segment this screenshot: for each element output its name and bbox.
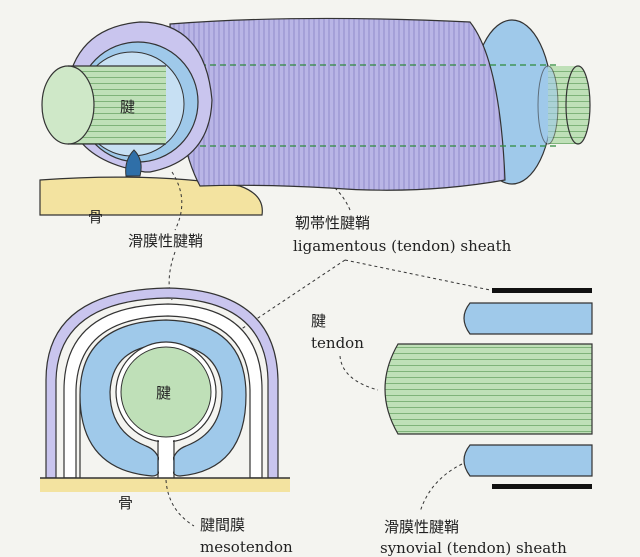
label-ligamentous-sheath-en: ligamentous (tendon) sheath (293, 237, 512, 255)
label-tendon-top: 腱 (120, 98, 135, 116)
leader-synovial-bottom (419, 463, 463, 513)
label-synovial-sheath-bottom-en: synovial (tendon) sheath (380, 539, 567, 557)
label-tendon-cross: 腱 (156, 384, 171, 402)
label-mesotendon-en: mesotendon (200, 538, 293, 556)
label-bone-bottom: 骨 (118, 494, 133, 512)
ligamentous-sheath-top (169, 17, 506, 191)
label-mesotendon-cjk: 腱間膜 (200, 516, 245, 534)
bone-bottom (40, 478, 290, 492)
synovial-layer-top (463, 302, 593, 335)
leader-ligamentous-split (239, 259, 491, 331)
label-synovial-sheath-top: 滑膜性腱鞘 (128, 232, 203, 250)
label-tendon-side-en: tendon (311, 334, 364, 352)
label-ligamentous-sheath-cjk: 靭帯性腱鞘 (295, 214, 370, 232)
synovial-layer-bottom (463, 444, 593, 477)
leader-ligamentous-top (334, 187, 351, 211)
label-bone-top: 骨 (88, 208, 103, 226)
ligamentous-bar-top (492, 288, 592, 293)
leader-tendon-side (339, 355, 379, 391)
label-tendon-side-cjk: 腱 (311, 312, 326, 330)
ligamentous-bar-bottom (492, 484, 592, 489)
label-synovial-sheath-bottom-cjk: 滑膜性腱鞘 (384, 518, 459, 536)
tendon-longitudinal (384, 343, 593, 435)
leader-synovial-top (168, 171, 183, 301)
